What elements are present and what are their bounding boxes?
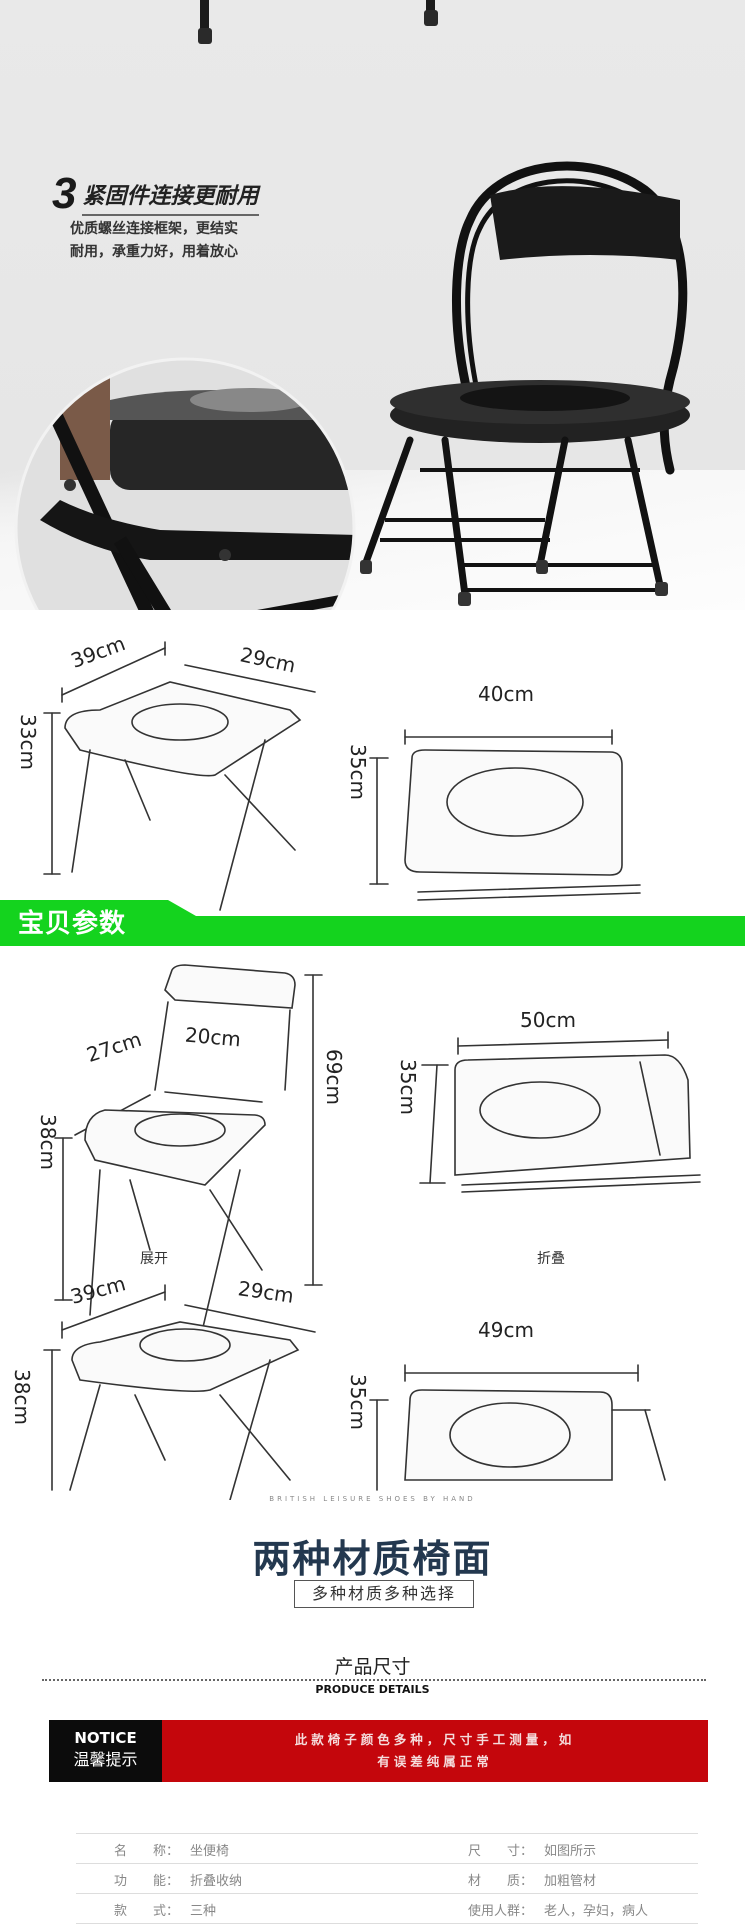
feature-heading: 3 紧固件连接更耐用	[52, 172, 259, 216]
table-row: 名 称： 坐便椅 尺 寸： 如图所示	[76, 1834, 698, 1863]
spec-table: 名 称： 坐便椅 尺 寸： 如图所示 功 能： 折叠收纳 材 质： 加粗管材 款…	[76, 1833, 698, 1924]
feature-description: 优质螺丝连接框架，更结实 耐用，承重力好，用着放心	[70, 218, 290, 264]
folded-sketch-1	[369, 729, 641, 901]
spec-value: 折叠收纳	[190, 1874, 243, 1889]
notice-line: 有误差纯属正常	[377, 1754, 493, 1769]
product-photo-section: 3 紧固件连接更耐用 优质螺丝连接框架，更结实 耐用，承重力好，用着放心	[0, 0, 745, 610]
table-row: 款 式： 三种 使用人群： 老人，孕妇，病人	[76, 1894, 698, 1923]
table-row: 功 能： 折叠收纳 材 质： 加粗管材	[76, 1864, 698, 1893]
dim-label: 35cm	[345, 1374, 370, 1430]
spec-value: 老人，孕妇，病人	[544, 1904, 649, 1919]
table-divider	[76, 1833, 698, 1834]
notice-en: NOTICE	[74, 1729, 137, 1747]
feature-title: 紧固件连接更耐用	[82, 178, 259, 216]
eyebrow-text: BRITISH LEISURE SHOES BY HAND	[269, 1495, 476, 1503]
table-divider	[76, 1863, 698, 1864]
banner-shape	[0, 900, 745, 946]
size-title: 产品尺寸	[334, 1656, 411, 1678]
spec-key: 材 质：	[468, 1874, 534, 1889]
materials-subtitle: 多种材质多种选择	[294, 1580, 474, 1608]
dim-label: 38cm	[9, 1369, 34, 1425]
folded-sketch-3	[369, 1364, 666, 1491]
dim-label: 69cm	[321, 1049, 346, 1105]
dim-label: 20cm	[184, 1022, 242, 1052]
dim-label: 33cm	[15, 714, 40, 770]
dim-label: 35cm	[345, 744, 370, 800]
spec-value: 加粗管材	[544, 1874, 597, 1889]
materials-title: 两种材质椅面	[252, 1537, 493, 1581]
notice-message: 此款椅子颜色多种，尺寸手工测量，如 有误差纯属正常	[162, 1720, 708, 1782]
spec-key: 尺 寸：	[468, 1844, 534, 1859]
dotted-divider	[42, 1679, 706, 1681]
dimension-sketches	[43, 641, 701, 1500]
notice-cn: 温馨提示	[73, 1750, 138, 1769]
dim-label: 38cm	[35, 1114, 60, 1170]
notice-label: NOTICE 温馨提示	[49, 1720, 162, 1782]
feature-desc-line: 优质螺丝连接框架，更结实	[70, 221, 238, 237]
banner-label: 宝贝参数	[18, 909, 127, 939]
spec-key: 款 式：	[114, 1904, 180, 1919]
feature-number: 3	[52, 169, 77, 218]
chair-sketch	[54, 964, 323, 1341]
unfold-caption: 展开	[140, 1251, 168, 1267]
feature-desc-line: 耐用，承重力好，用着放心	[70, 244, 238, 260]
fold-caption: 折叠	[537, 1251, 565, 1267]
notice-line: 此款椅子颜色多种，尺寸手工测量，如	[294, 1732, 576, 1747]
spec-key: 使用人群：	[468, 1904, 534, 1919]
size-subtitle: PRODUCE DETAILS	[315, 1683, 430, 1696]
spec-value: 如图所示	[544, 1844, 597, 1859]
dim-label: 50cm	[520, 1008, 576, 1032]
chair-photo	[14, 0, 690, 610]
spec-value: 坐便椅	[190, 1844, 230, 1859]
dim-label: 40cm	[478, 682, 534, 706]
dim-label: 35cm	[395, 1059, 420, 1115]
stool-sketch-1	[43, 641, 316, 911]
dim-label: 49cm	[478, 1318, 534, 1342]
folded-sketch-2	[419, 1031, 701, 1193]
section-banner	[0, 900, 745, 946]
spec-key: 名 称：	[114, 1844, 180, 1859]
stool-sketch-2	[43, 1284, 316, 1500]
spec-key: 功 能：	[114, 1874, 180, 1889]
table-divider	[76, 1893, 698, 1894]
spec-value: 三种	[190, 1904, 217, 1919]
